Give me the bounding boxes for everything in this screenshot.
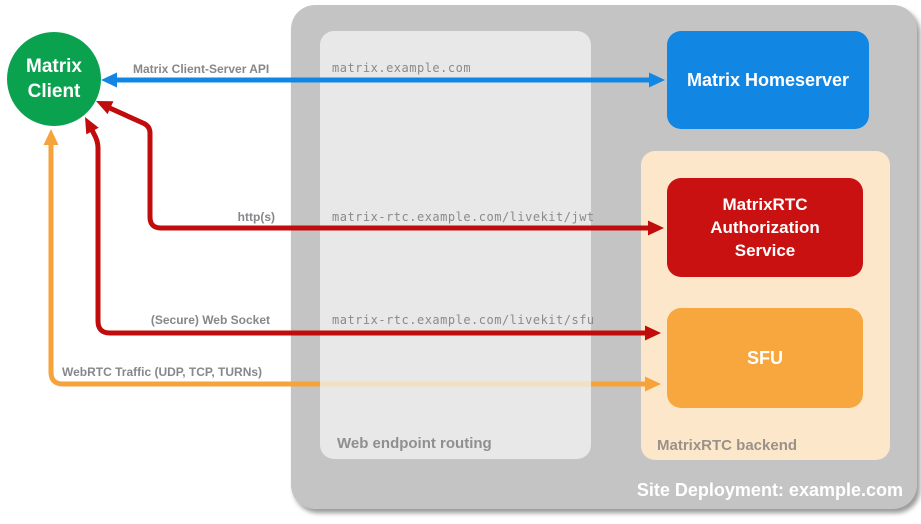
matrixrtc-backend-label: MatrixRTC backend xyxy=(657,437,798,454)
site-deployment-title: Site Deployment: example.com xyxy=(636,480,903,500)
matrix-homeserver-node: Matrix Homeserver xyxy=(667,31,869,129)
matrix-domain-route: matrix.example.com xyxy=(332,61,472,75)
web-endpoint-routing-label: Web endpoint routing xyxy=(337,435,492,452)
web-endpoint-routing-container: Web endpoint routing xyxy=(320,31,591,459)
auth-service-label: MatrixRTC Authorization Service xyxy=(710,195,820,260)
client-server-api-arrow-label: Matrix Client-Server API xyxy=(133,62,270,76)
matrixrtc-authorization-service-node: MatrixRTC Authorization Service xyxy=(667,178,863,277)
sfu-label: SFU xyxy=(747,347,783,368)
https-arrow-label: http(s) xyxy=(237,210,275,224)
matrix-homeserver-label: Matrix Homeserver xyxy=(686,69,850,90)
sfu-node: SFU xyxy=(667,308,863,408)
webrtc-traffic-arrow-label: WebRTC Traffic (UDP, TCP, TURNs) xyxy=(62,365,263,379)
matrix-client-node: Matrix Client xyxy=(7,32,101,126)
livekit-jwt-route: matrix-rtc.example.com/livekit/jwt xyxy=(332,210,595,224)
matrix-client-label: Matrix Client xyxy=(26,56,82,102)
websocket-arrow-label: (Secure) Web Socket xyxy=(150,313,270,327)
livekit-sfu-route: matrix-rtc.example.com/livekit/sfu xyxy=(332,313,595,327)
